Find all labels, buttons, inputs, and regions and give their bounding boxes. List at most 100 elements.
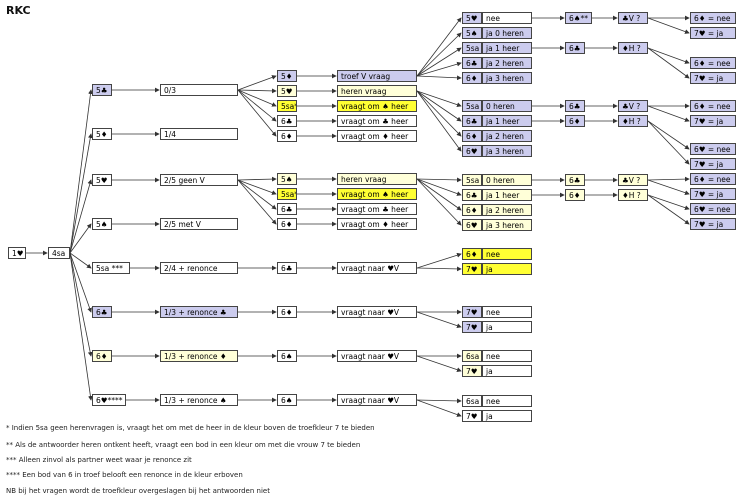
connector-a2d-h4 xyxy=(416,90,462,152)
node-kq2a: ♦H ? xyxy=(618,189,648,201)
node-r2: 5♦ xyxy=(92,128,112,140)
connector-e1d-o2 xyxy=(416,355,462,372)
node-n2: 7♥ xyxy=(462,321,482,333)
node-r7d: 1/3 + renonce ♦ xyxy=(160,350,238,362)
connector-b1d-k4 xyxy=(416,178,462,226)
node-kq1a: ♣V ? xyxy=(618,174,648,186)
node-k3d: ja 2 heren xyxy=(482,204,532,216)
footnote-2: ** Als de antwoorder heren ontkent heeft… xyxy=(6,441,361,449)
connector-hq2a-u1 xyxy=(647,120,690,150)
node-hq1: 6♣ xyxy=(565,100,585,112)
node-k1d: 0 heren xyxy=(482,174,532,186)
node-q1a: ♣V ? xyxy=(618,12,648,24)
connector-a2d-h2 xyxy=(416,90,462,122)
connector-a1d-p4 xyxy=(416,61,462,77)
node-o2d: ja xyxy=(482,365,532,377)
connector-ask-r1 xyxy=(69,89,93,254)
node-c1: 6♣ xyxy=(277,262,297,274)
footnote-5: NB bij het vragen wordt de troefkleur ov… xyxy=(6,487,270,495)
node-a1d: troef V vraag xyxy=(337,70,417,82)
node-a5d: vraagt om ♦ heer xyxy=(337,130,417,142)
connector-d1d-n2 xyxy=(416,311,462,328)
connector-r3d-b1 xyxy=(237,176,277,182)
node-q2: 6♣ xyxy=(565,42,585,54)
node-r4: 5♠ xyxy=(92,218,112,230)
node-h4d: ja 3 heren xyxy=(482,145,532,157)
connector-hq1a-ht2 xyxy=(647,105,690,122)
node-t2: 7♥ = ja xyxy=(690,27,736,39)
connector-f1d-s1 xyxy=(416,398,462,404)
connector-a1d-p5 xyxy=(416,75,462,81)
connector-r3d-b2 xyxy=(237,179,277,195)
connector-f1d-s2 xyxy=(416,399,462,417)
node-r8d: 1/3 + renonce ♠ xyxy=(160,394,238,406)
connector-q1a-t2 xyxy=(647,17,690,34)
connector-b1d-k1 xyxy=(416,177,462,183)
node-b2: 5sa* xyxy=(277,188,297,200)
node-t3: 6♦ = nee xyxy=(690,57,736,69)
connector-kq2a-u5 xyxy=(647,194,690,210)
node-s2: 7♥ xyxy=(462,410,482,422)
node-a5: 6♦ xyxy=(277,130,297,142)
connector-ask-r3 xyxy=(69,179,93,254)
node-a4d: vraagt om ♣ heer xyxy=(337,115,417,127)
node-b4: 6♦ xyxy=(277,218,297,230)
node-e1d: vraagt naar ♥V xyxy=(337,350,417,362)
node-h2d: ja 1 heer xyxy=(482,115,532,127)
connector-ask-r4 xyxy=(69,223,92,254)
node-a2: 5♥ xyxy=(277,85,297,97)
connector-b1d-k3 xyxy=(416,178,462,211)
connector-hq2a-u2 xyxy=(647,120,690,165)
footnote-1: * Indien 5sa geen herenvragen is, vraagt… xyxy=(6,424,375,432)
node-r2d: 1/4 xyxy=(160,128,238,140)
node-p3d: ja 1 heer xyxy=(482,42,532,54)
node-r3: 5♥ xyxy=(92,174,112,186)
node-m2: 7♥ xyxy=(462,263,482,275)
node-ask: 4sa xyxy=(48,247,70,259)
node-b1: 5♠ xyxy=(277,173,297,185)
connector-ask-r8 xyxy=(69,252,93,401)
node-d1d: vraagt naar ♥V xyxy=(337,306,417,318)
connector-r3d-b3 xyxy=(237,179,277,210)
node-n2d: ja xyxy=(482,321,532,333)
node-a3d: vraagt om ♠ heer xyxy=(337,100,417,112)
node-k2: 6♣ xyxy=(462,189,482,201)
connector-c1d-m1 xyxy=(416,252,462,269)
node-b4d: vraagt om ♦ heer xyxy=(337,218,417,230)
node-a3: 5sa* xyxy=(277,100,297,112)
node-p1d: nee xyxy=(482,12,532,24)
node-c1d: vraagt naar ♥V xyxy=(337,262,417,274)
node-m2d: ja xyxy=(482,263,532,275)
node-h2: 6♣ xyxy=(462,115,482,127)
diagram-title: RKC xyxy=(6,4,31,17)
node-m1: 6♦ xyxy=(462,248,482,260)
node-b3d: vraagt om ♣ heer xyxy=(337,203,417,215)
node-q2a: ♦H ? xyxy=(618,42,648,54)
node-a2d: heren vraag xyxy=(337,85,417,97)
node-u5: 6♥ = nee xyxy=(690,203,736,215)
connector-r1d-a3 xyxy=(237,89,277,107)
node-p5: 6♦ xyxy=(462,72,482,84)
node-r1d: 0/3 xyxy=(160,84,238,96)
node-r3d: 2/5 geen V xyxy=(160,174,238,186)
node-t1: 6♦ = nee xyxy=(690,12,736,24)
node-k4: 6♥ xyxy=(462,219,482,231)
node-r5: 5sa *** xyxy=(92,262,130,274)
node-s2d: ja xyxy=(482,410,532,422)
node-a4: 6♣ xyxy=(277,115,297,127)
node-r7: 6♦ xyxy=(92,350,112,362)
connector-a2d-h1 xyxy=(416,90,462,107)
node-m1d: nee xyxy=(482,248,532,260)
node-h1d: 0 heren xyxy=(482,100,532,112)
node-ht2: 7♥ = ja xyxy=(690,115,736,127)
connector-r3d-b4 xyxy=(237,179,277,225)
connector-b1d-k2 xyxy=(416,178,462,196)
node-b1d: heren vraag xyxy=(337,173,417,185)
connector-a1d-p1 xyxy=(416,17,462,77)
node-k1: 5sa xyxy=(462,174,482,186)
node-f1d: vraagt naar ♥V xyxy=(337,394,417,406)
node-s1d: nee xyxy=(482,395,532,407)
node-hq1a: ♣V ? xyxy=(618,100,648,112)
